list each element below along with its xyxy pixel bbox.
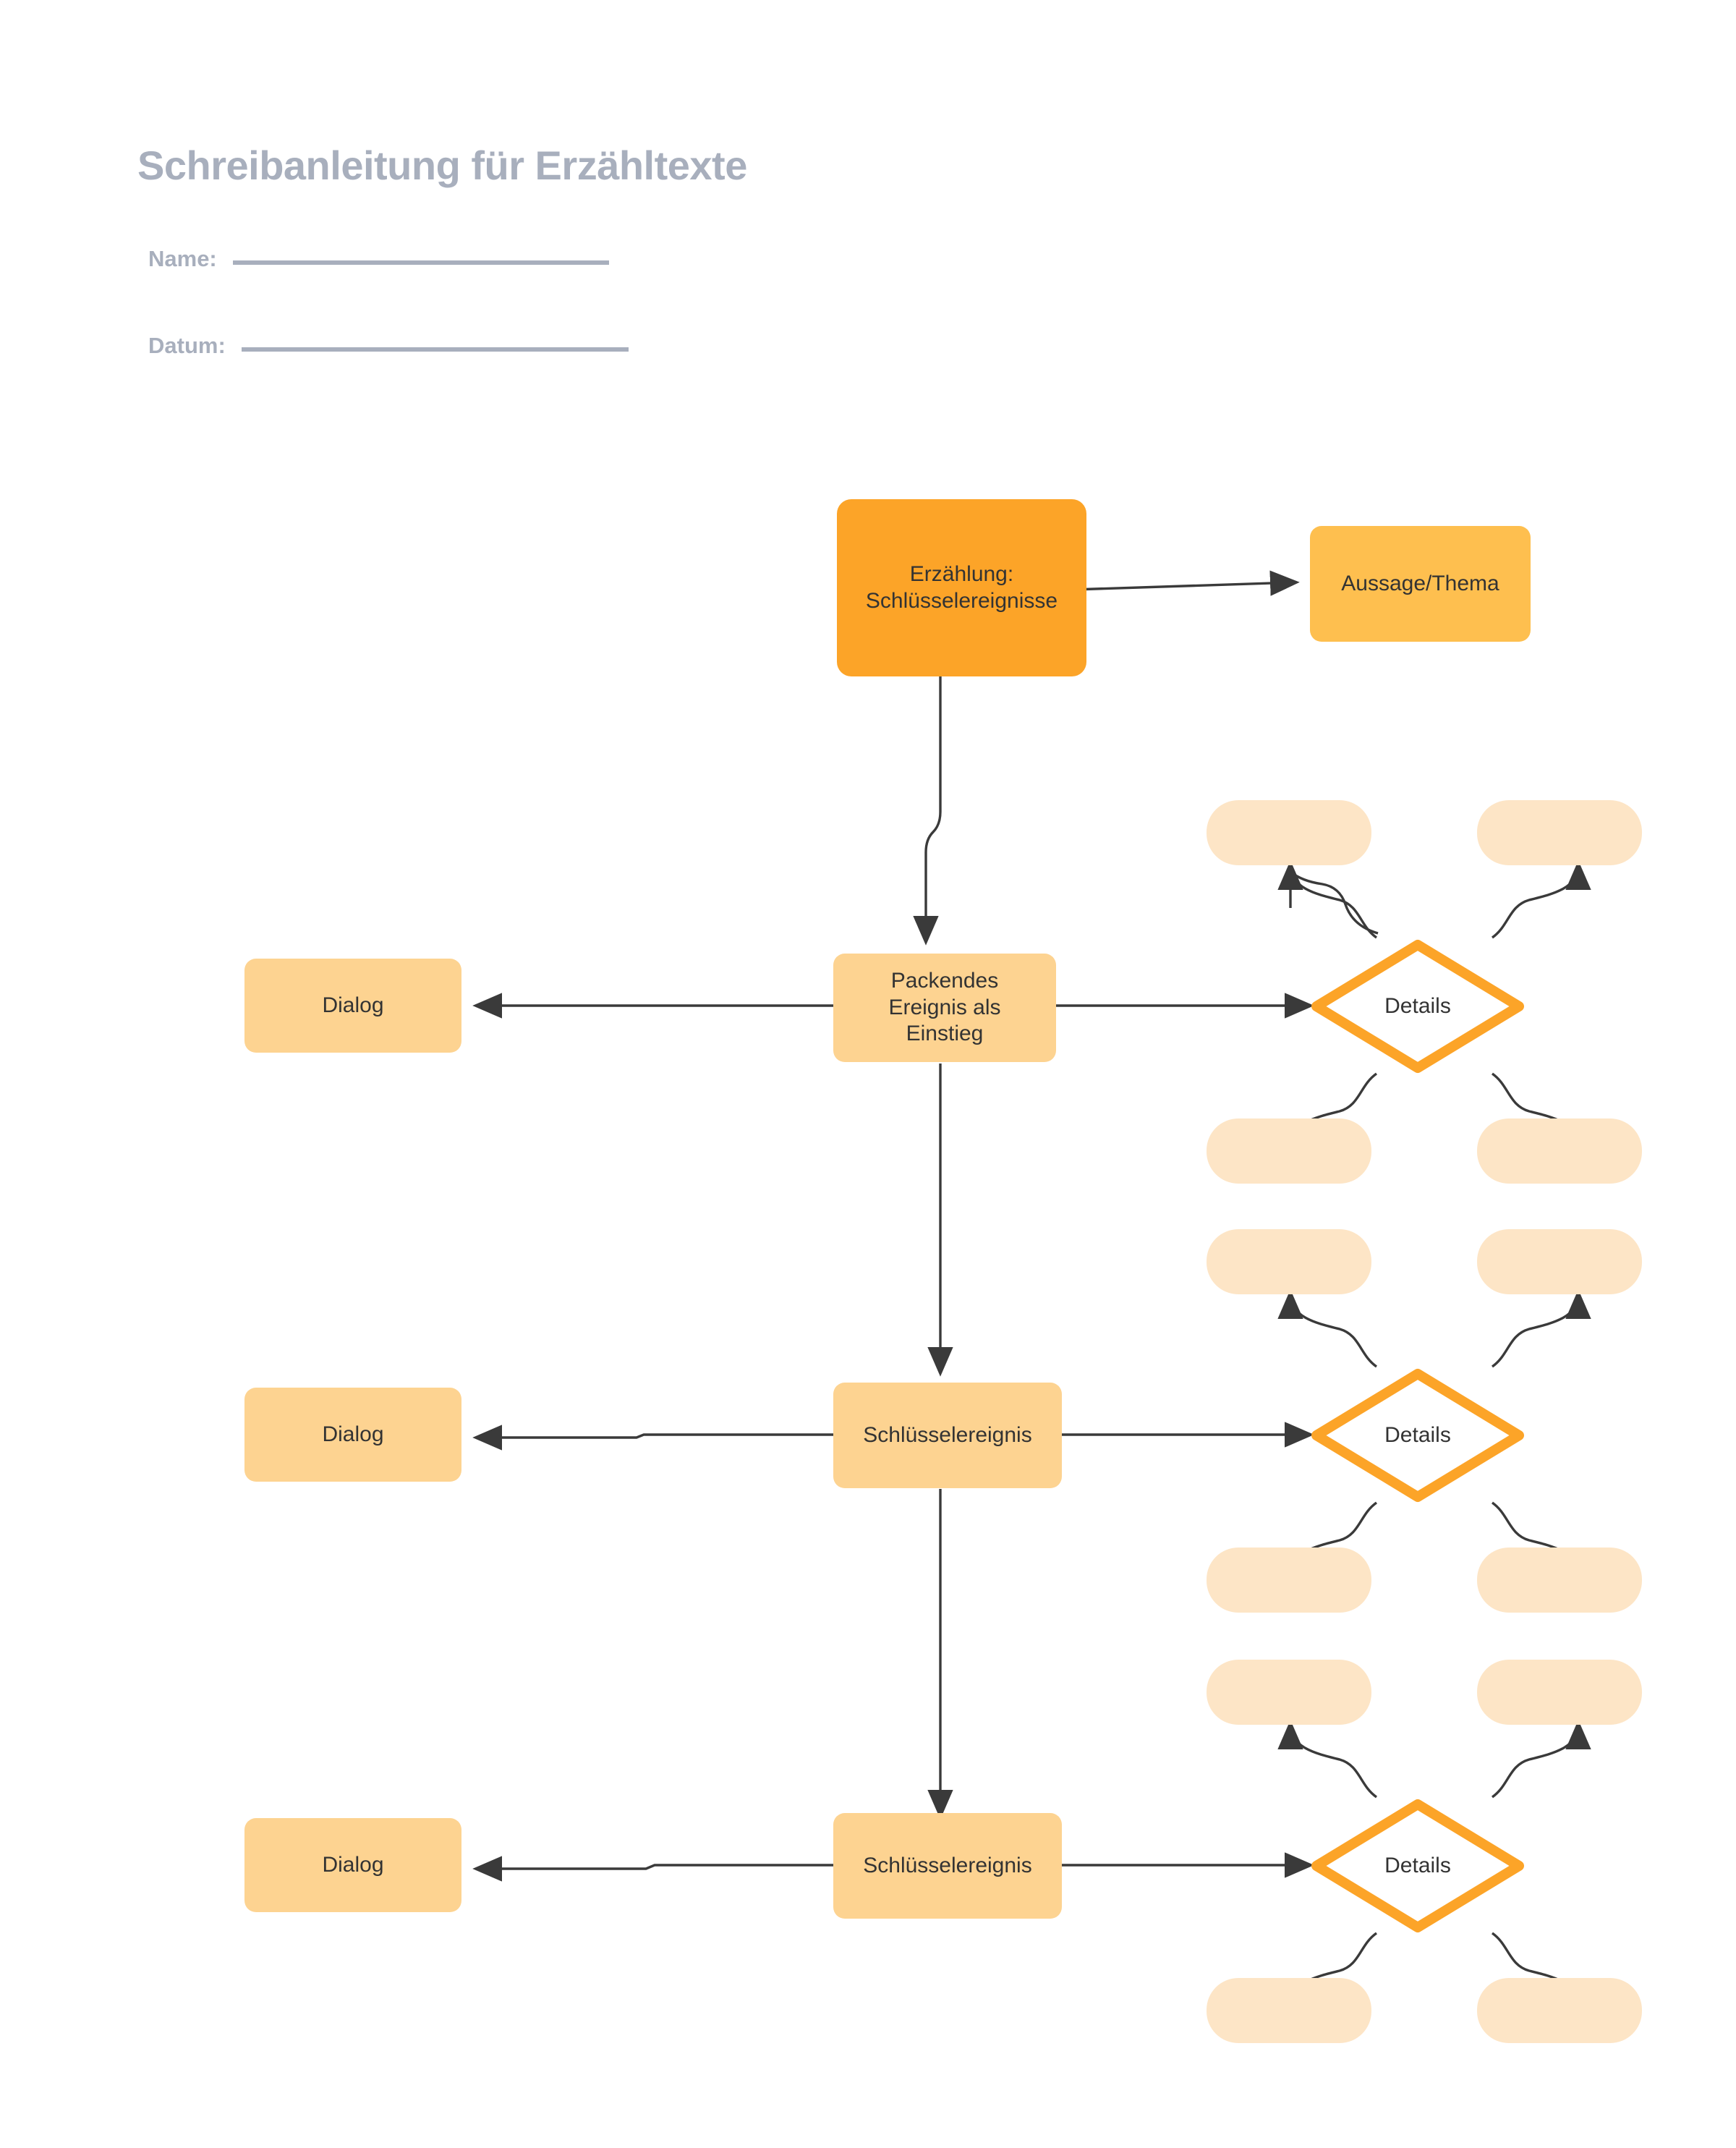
edge-root-to-event1 — [913, 676, 942, 946]
node-event-3[interactable]: Schlüsselereignis — [833, 1813, 1062, 1919]
node-event-1-line2: Ereignis als — [888, 995, 1001, 1019]
node-details-1[interactable]: Details — [1309, 938, 1526, 1075]
edge-details2-slot-top-left — [1277, 1289, 1378, 1368]
node-event-1[interactable]: Packendes Ereignis als Einstieg — [833, 954, 1056, 1062]
date-field-row: Datum: — [148, 333, 629, 359]
node-narrative-key-events[interactable]: Erzählung: Schlüsselereignisse — [837, 499, 1086, 676]
name-field-row: Name: — [148, 246, 609, 272]
node-statement-theme[interactable]: Aussage/Thema — [1310, 526, 1531, 642]
node-details-3[interactable]: Details — [1309, 1797, 1526, 1935]
detail-slot-1-top-right[interactable] — [1477, 800, 1642, 865]
date-label: Datum: — [148, 333, 226, 358]
detail-slot-2-bottom-right[interactable] — [1477, 1548, 1642, 1613]
node-dialog-2[interactable]: Dialog — [244, 1388, 461, 1482]
detail-slot-3-top-left[interactable] — [1207, 1660, 1371, 1725]
edge-event3-to-dialog3 — [472, 1856, 833, 1882]
edge-details2-slot-top-right — [1491, 1289, 1591, 1368]
edge-root-to-theme — [1072, 570, 1300, 596]
node-event-2-line1: Schlüsselereignis — [863, 1422, 1032, 1447]
connector-group — [472, 570, 1591, 2011]
diamond-shape-1 — [1311, 940, 1524, 1073]
node-dialog-1[interactable]: Dialog — [244, 959, 461, 1053]
detail-slot-3-bottom-left[interactable] — [1207, 1978, 1371, 2043]
edge-details1-slot-top-right — [1491, 860, 1591, 939]
edge-event2-to-dialog2 — [472, 1425, 833, 1451]
detail-slot-1-top-left[interactable] — [1207, 800, 1371, 865]
node-event-3-line1: Schlüsselereignis — [863, 1853, 1032, 1877]
node-details-2-label: Details — [1384, 1423, 1451, 1447]
detail-slot-2-top-right[interactable] — [1477, 1229, 1642, 1294]
detail-slot-2-bottom-left[interactable] — [1207, 1548, 1371, 1613]
name-label: Name: — [148, 246, 217, 271]
detail-slot-1-bottom-right[interactable] — [1477, 1118, 1642, 1184]
node-event-1-line3: Einstieg — [906, 1022, 984, 1046]
diamond-shape-3 — [1311, 1799, 1524, 1932]
worksheet-header: Schreibanleitung für Erzähltexte Name: D… — [0, 0, 1736, 434]
node-narrative-key-events-line2: Schlüsselereignisse — [865, 588, 1058, 613]
node-event-1-line1: Packendes — [890, 969, 999, 993]
detail-slot-2-top-left[interactable] — [1207, 1229, 1371, 1294]
node-dialog-3[interactable]: Dialog — [244, 1818, 461, 1912]
detail-slot-3-top-right[interactable] — [1477, 1660, 1642, 1725]
node-details-2[interactable]: Details — [1309, 1367, 1526, 1504]
node-details-1-label: Details — [1384, 994, 1451, 1018]
node-event-2[interactable]: Schlüsselereignis — [833, 1383, 1062, 1488]
node-narrative-key-events-line1: Erzählung: — [909, 561, 1014, 586]
detail-slot-3-bottom-right[interactable] — [1477, 1978, 1642, 2043]
node-details-3-label: Details — [1384, 1854, 1451, 1877]
detail-slot-1-bottom-left[interactable] — [1207, 1118, 1371, 1184]
name-input-line[interactable] — [232, 260, 609, 265]
edge-details3-slot-top-left — [1277, 1720, 1378, 1799]
edge-details1-slot-top-left — [1277, 860, 1378, 939]
diamond-shape-2 — [1311, 1369, 1524, 1502]
edge-details1-to-slot-tl — [1289, 869, 1379, 935]
date-input-line[interactable] — [241, 347, 629, 352]
edge-details3-slot-top-right — [1491, 1720, 1591, 1799]
page-title: Schreibanleitung für Erzähltexte — [137, 143, 747, 188]
